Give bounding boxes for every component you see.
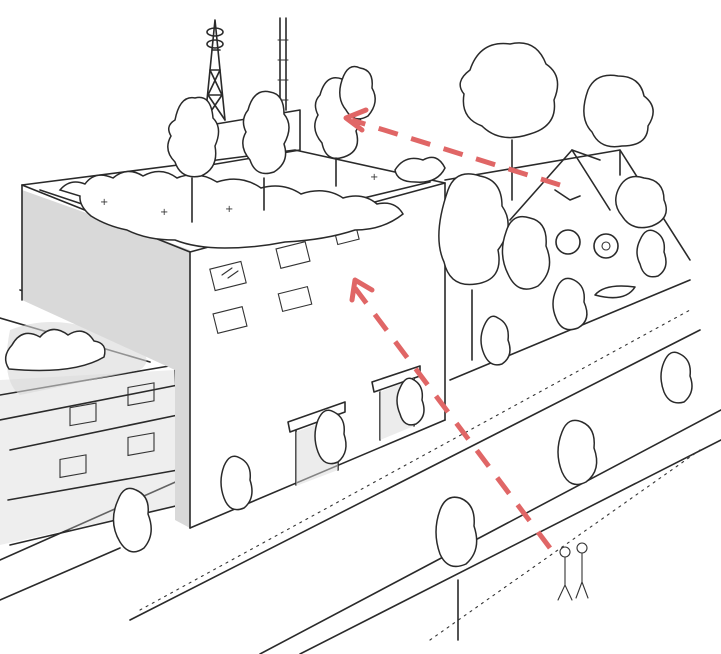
svg-text:+: +: [160, 207, 168, 218]
street: [0, 329, 721, 654]
park: [438, 42, 691, 381]
rooftop-garden: + + + +: [58, 17, 446, 249]
pedestrians: [557, 542, 589, 601]
svg-text:+: +: [225, 204, 233, 215]
arrowhead-building: [349, 277, 375, 303]
sightline-arrows: [343, 107, 561, 550]
svg-text:+: +: [100, 197, 108, 208]
arrowhead-rooftop: [343, 107, 369, 133]
street-trees: [112, 309, 701, 641]
arrow-park-to-rooftop: [351, 117, 561, 188]
svg-text:+: +: [370, 172, 378, 183]
